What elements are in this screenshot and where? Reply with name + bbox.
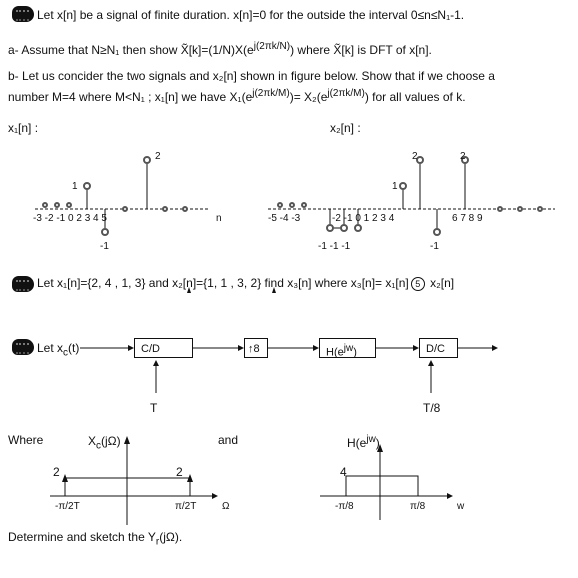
bullet-icon [12,339,34,355]
input-signal-label: Let xc(t) [37,341,80,359]
x2-label-one: 1 [392,181,398,192]
x2-tick-labels-left: -5 -4 -3 [268,213,301,224]
x2-label-two-a: 2 [412,151,418,162]
bullet-icon [12,6,34,22]
final-instruction: Determine and sketch the Yr(jΩ). [8,530,183,548]
cd-block: C/D [134,338,193,358]
x1-axis-n: n [216,213,222,224]
xc-label: Xc(jΩ) [88,434,121,452]
problem1-intro: Let x[n] be a signal of finite duration.… [37,8,465,22]
h-axis-w: w [457,501,465,512]
h-tick-left: -π/8 [335,501,354,512]
x1-label-one: 1 [72,181,78,192]
xc-height-left: 2 [53,465,60,479]
xc-tick-right: π/2T [175,501,197,512]
x2-tick-labels-mid: -2 -1 0 1 2 3 4 [332,213,395,224]
x2-neg-one-right: -1 [430,241,439,252]
sampling-period-t8: T/8 [423,401,441,415]
filter-block: H(ejw) [319,338,376,359]
h-height: 4 [340,465,347,479]
x1-label-two: 2 [155,151,161,162]
x2-tick-labels-right: 6 7 8 9 [452,213,483,224]
problem1-part-b-line2: number M=4 where M<N₁ ; x₁[n] we have X₁… [8,88,466,104]
and-label: and [218,433,239,447]
x2-label: x₂[n] : [330,121,361,135]
dc-block: D/C [419,338,458,358]
sampling-period-t: T [150,401,158,415]
h-label: H(ejw) [347,434,380,450]
h-tick-right: π/8 [410,501,426,512]
x1-label: x₁[n] : [8,121,39,135]
x2-label-two-b: 2 [460,151,466,162]
xc-axis-omega: Ω [222,501,230,512]
x1-tick-labels: -3 -2 -1 0 2 3 4 5 [33,213,107,224]
where-label: Where [8,433,44,447]
problem2-text: Let x₁[n]={2, 4 , 1, 3} and x₂[n]={1, 1 … [37,276,455,291]
problem1-part-b-line1: b- Let us concider the two signals and x… [8,69,495,83]
circular-convolution-icon: 5 [410,277,425,291]
bullet-icon [12,276,34,292]
xc-height-right: 2 [176,465,183,479]
upsample-block: ↑8 [244,338,268,358]
x2-neg-ones: -1 -1 -1 [318,241,351,252]
xc-tick-left: -π/2T [55,501,80,512]
problem1-part-a: a- Assume that N≥N₁ then show X̃[k]=(1/N… [8,41,432,57]
x1-neg-one: -1 [100,241,109,252]
